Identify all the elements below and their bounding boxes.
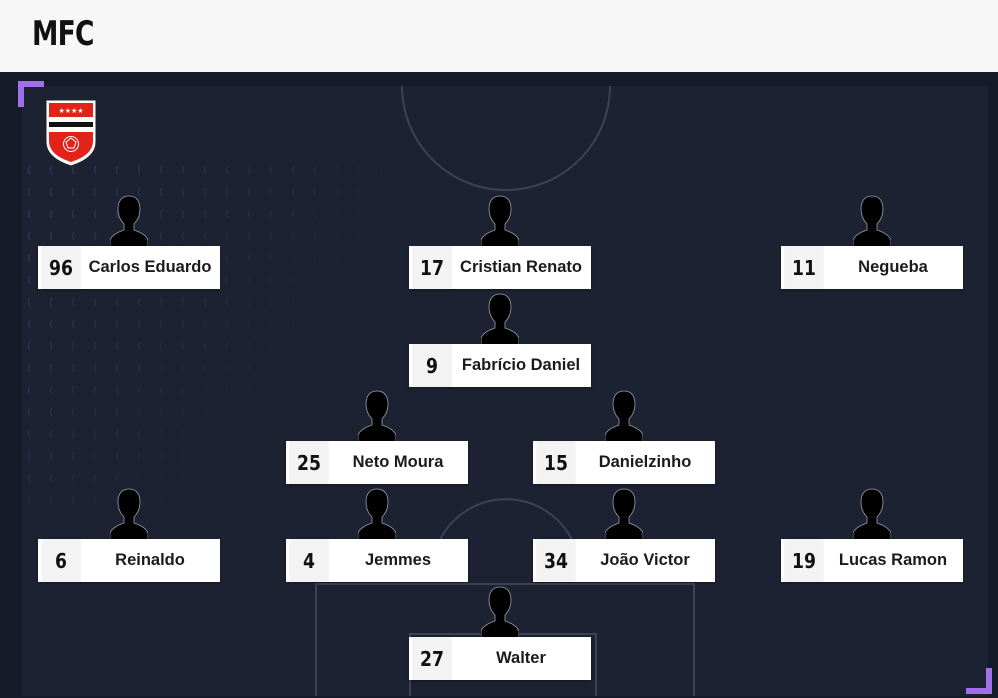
- player-number: 6: [41, 539, 81, 582]
- player-name: Reinaldo: [115, 551, 185, 569]
- player-card[interactable]: 6 Reinaldo: [38, 487, 220, 583]
- player-number: 15: [536, 441, 576, 484]
- player-name: Negueba: [858, 258, 928, 276]
- player-name: Jemmes: [364, 551, 432, 569]
- player-label[interactable]: 11 Negueba: [781, 246, 963, 289]
- player-label[interactable]: 9 Fabrício Daniel: [409, 344, 591, 387]
- player-label[interactable]: 25 Neto Moura: [286, 441, 468, 484]
- player-card[interactable]: 4 Jemmes: [286, 487, 468, 583]
- player-number: 9: [412, 344, 452, 387]
- player-card[interactable]: 11 Negueba: [781, 194, 963, 290]
- player-name: Cristian Renato: [460, 258, 582, 276]
- svg-text:★★★★: ★★★★: [58, 107, 83, 115]
- player-number: 4: [289, 539, 329, 582]
- player-silhouette-icon: [604, 389, 644, 444]
- player-name: João Victor: [600, 551, 690, 569]
- player-silhouette-icon: [357, 487, 397, 542]
- player-card[interactable]: 17 Cristian Renato: [409, 194, 591, 290]
- player-card[interactable]: 34 João Victor: [533, 487, 715, 583]
- player-silhouette-icon: [109, 487, 149, 542]
- player-label[interactable]: 19 Lucas Ramon: [781, 539, 963, 582]
- player-label[interactable]: 6 Reinaldo: [38, 539, 220, 582]
- player-name: Lucas Ramon: [838, 551, 948, 569]
- player-card[interactable]: 25 Neto Moura: [286, 389, 468, 485]
- player-number: 34: [536, 539, 576, 582]
- player-label[interactable]: 34 João Victor: [533, 539, 715, 582]
- corner-bracket-top-left: [18, 81, 44, 107]
- club-crest-icon: ★★★★: [45, 99, 97, 167]
- lineup-pitch-area: [0, 72, 998, 698]
- player-name: Neto Moura: [352, 453, 444, 471]
- player-silhouette-icon: [480, 585, 520, 640]
- player-number: 11: [784, 246, 824, 289]
- player-name: Walter: [496, 649, 546, 667]
- corner-bracket-bottom-right: [966, 668, 992, 694]
- player-number: 19: [784, 539, 824, 582]
- player-card[interactable]: 96 Carlos Eduardo: [38, 194, 220, 290]
- player-card[interactable]: 27 Walter: [409, 585, 591, 681]
- player-name: Danielzinho: [598, 453, 692, 471]
- player-name: Carlos Eduardo: [88, 258, 212, 276]
- player-silhouette-icon: [480, 292, 520, 347]
- player-label[interactable]: 4 Jemmes: [286, 539, 468, 582]
- player-silhouette-icon: [480, 194, 520, 249]
- player-card[interactable]: 9 Fabrício Daniel: [409, 292, 591, 388]
- player-silhouette-icon: [852, 487, 892, 542]
- player-label[interactable]: 17 Cristian Renato: [409, 246, 591, 289]
- player-name: Fabrício Daniel: [461, 356, 581, 374]
- player-card[interactable]: 15 Danielzinho: [533, 389, 715, 485]
- player-silhouette-icon: [604, 487, 644, 542]
- player-number: 17: [412, 246, 452, 289]
- player-silhouette-icon: [852, 194, 892, 249]
- player-silhouette-icon: [109, 194, 149, 249]
- team-header: MFC: [0, 0, 998, 72]
- player-number: 96: [41, 246, 81, 289]
- player-label[interactable]: 96 Carlos Eduardo: [38, 246, 220, 289]
- player-number: 25: [289, 441, 329, 484]
- player-label[interactable]: 15 Danielzinho: [533, 441, 715, 484]
- player-label[interactable]: 27 Walter: [409, 637, 591, 680]
- player-card[interactable]: 19 Lucas Ramon: [781, 487, 963, 583]
- player-silhouette-icon: [357, 389, 397, 444]
- player-number: 27: [412, 637, 452, 680]
- team-name: MFC: [32, 14, 94, 54]
